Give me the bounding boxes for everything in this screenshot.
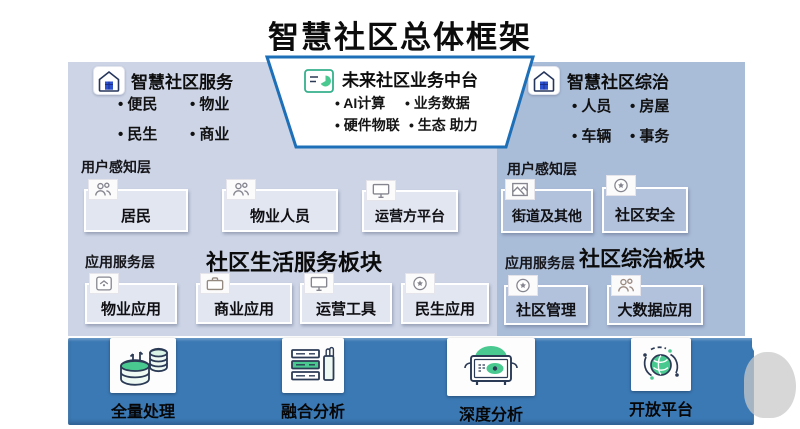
box-operation-tools: 运营工具	[300, 273, 392, 324]
box-label: 运营方平台	[375, 207, 445, 224]
image-icon	[505, 179, 535, 200]
users-icon	[226, 179, 256, 200]
users-icon	[611, 275, 641, 296]
badge-icon	[606, 175, 636, 196]
right-header-items: 人员 房屋 车辆 事务	[572, 95, 669, 146]
list-item: 房屋	[630, 95, 669, 116]
box-label: 社区管理	[515, 302, 576, 319]
platform-title: 未来社区业务中台	[342, 71, 478, 90]
right-section-title: 社区综治板块	[579, 248, 705, 271]
page-title: 智慧社区总体框架	[268, 20, 532, 55]
left-application-label: 应用服务层	[85, 254, 155, 270]
analyzer-icon	[447, 338, 535, 396]
list-item: 业务数据	[405, 93, 470, 113]
module-label: 融合分析	[280, 404, 345, 421]
left-perception-label: 用户感知层	[81, 159, 151, 175]
monitor-icon	[366, 180, 396, 201]
module-label: 全量处理	[110, 404, 175, 421]
house-icon	[528, 66, 560, 95]
box-label: 物业应用	[100, 300, 161, 318]
list-item: 生态 助力	[409, 115, 478, 135]
module-deep-analysis: 深度分析	[443, 338, 539, 425]
home-icon	[89, 273, 119, 294]
box-livelihood-app: 民生应用	[401, 273, 489, 324]
box-bigdata-app: 大数据应用	[607, 275, 703, 325]
box-property-staff: 物业人员	[222, 179, 338, 232]
box-property-app: 物业应用	[85, 273, 177, 324]
database-icon	[110, 338, 176, 393]
box-business-app: 商业应用	[196, 273, 292, 324]
list-item: 民生	[118, 123, 190, 144]
box-community-mgmt: 社区管理	[504, 275, 588, 325]
list-item: 车辆	[572, 125, 630, 146]
box-community-safety: 社区安全	[602, 175, 688, 233]
list-item: 人员	[572, 95, 630, 116]
briefcase-icon	[200, 273, 230, 294]
box-label: 商业应用	[213, 300, 274, 318]
module-label: 深度分析	[458, 407, 523, 424]
left-header-title: 智慧社区服务	[131, 73, 233, 92]
watermark-smudge	[744, 352, 796, 418]
box-label: 民生应用	[414, 300, 475, 318]
module-full-processing: 全量处理	[98, 338, 188, 422]
users-icon	[88, 179, 118, 200]
house-icon	[93, 66, 125, 95]
list-item: 便民	[118, 93, 190, 114]
right-application-label: 应用服务层	[505, 255, 575, 271]
list-item: 硬件物联	[335, 115, 400, 135]
box-street-others: 街道及其他	[501, 179, 593, 233]
box-label: 运营工具	[315, 300, 376, 318]
box-label: 街道及其他	[512, 207, 582, 224]
box-label: 社区安全	[614, 207, 675, 224]
box-operator-platform: 运营方平台	[362, 180, 458, 232]
box-label: 物业人员	[249, 207, 310, 225]
module-label: 开放平台	[628, 402, 693, 419]
monitor-icon	[304, 273, 334, 294]
box-label: 居民	[120, 207, 151, 225]
module-fusion-analysis: 融合分析	[268, 338, 358, 422]
badge-icon	[405, 273, 435, 294]
left-header-items: 便民 物业 民生 商业	[118, 93, 229, 144]
list-item: 物业	[190, 93, 229, 114]
module-open-platform: 开放平台	[616, 338, 706, 420]
list-item: 事务	[630, 125, 669, 146]
platform-card-icon	[304, 69, 334, 93]
center-platform: 未来社区业务中台 AI计算 业务数据 硬件物联 生态 助力	[263, 55, 537, 150]
list-item: AI计算	[335, 93, 385, 113]
badge-icon	[508, 275, 538, 296]
box-residents: 居民	[84, 179, 188, 232]
server-icon	[282, 338, 344, 393]
list-item: 商业	[190, 123, 229, 144]
left-section-title: 社区生活服务板块	[206, 250, 383, 275]
box-label: 大数据应用	[617, 302, 693, 319]
globe-icon	[631, 338, 691, 391]
right-header-title: 智慧社区综治	[567, 73, 669, 92]
right-perception-label: 用户感知层	[507, 161, 577, 177]
